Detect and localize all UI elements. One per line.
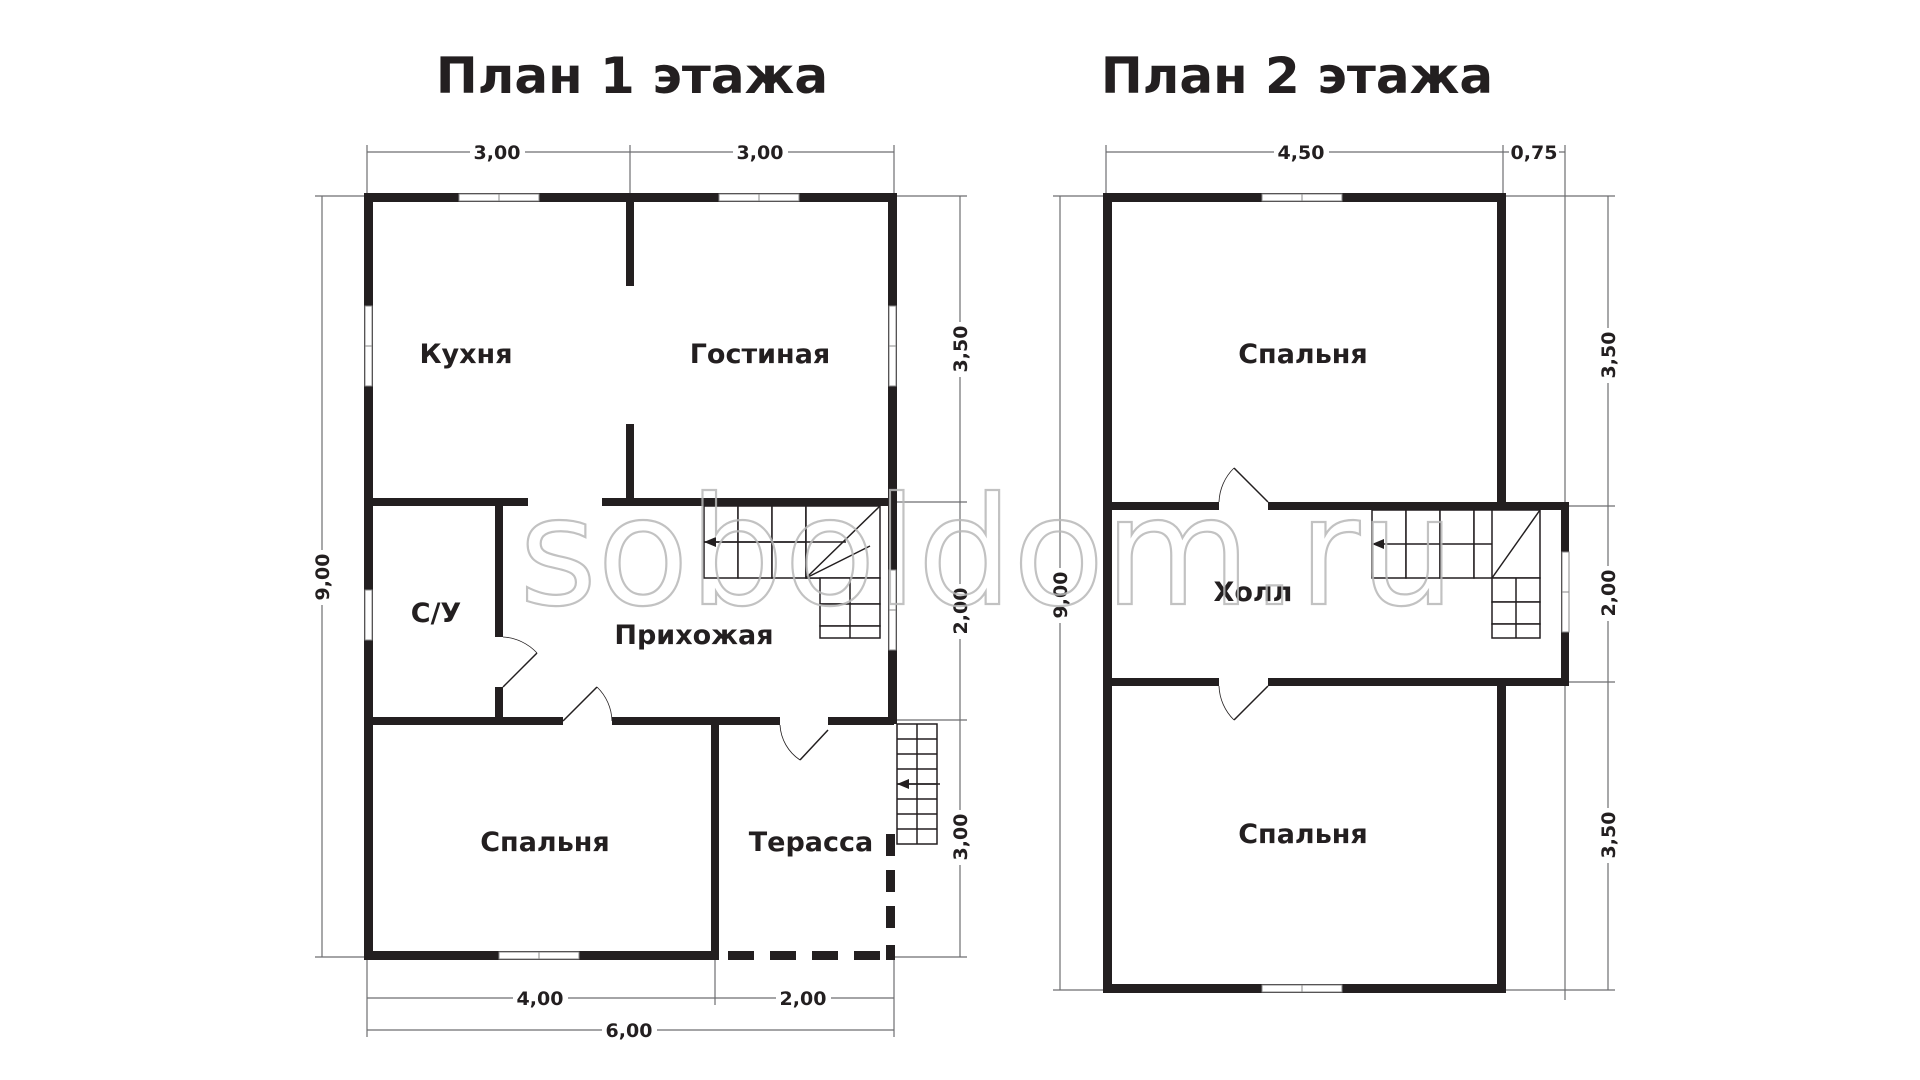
dim-f1-bottom-total: 6,00: [606, 1020, 653, 1042]
dim-f1-top-right: 3,00: [737, 142, 784, 164]
floor1-plan: 3,00 3,00 9,00 3,50 2,00 3,00 4,00 2,00 …: [308, 138, 974, 1044]
dim-f2-top-main: 4,50: [1278, 142, 1325, 164]
dim-f1-right-upper: 3,50: [950, 326, 972, 373]
room-bedroom-2a: Спальня: [1238, 339, 1368, 370]
dim-f2-right-lower: 3,50: [1598, 812, 1620, 859]
dim-f1-bottom-left: 4,00: [517, 988, 564, 1010]
watermark-text: soboldom.ru: [519, 466, 1455, 640]
floor1-windows: [364, 193, 897, 960]
dim-f1-right-lower: 3,00: [950, 814, 972, 861]
floor2-stair: [1371, 509, 1541, 639]
room-bedroom-2b: Спальня: [1238, 819, 1368, 850]
floor1-dimension-labels: 3,00 3,00 9,00 3,50 2,00 3,00 4,00 2,00 …: [308, 138, 974, 1044]
floor1-title: План 1 этажа: [436, 47, 828, 105]
dim-f2-top-ext: 0,75: [1511, 142, 1558, 164]
floor1-doors: [502, 636, 829, 761]
floor2-windows: [1261, 193, 1570, 993]
dim-f2-right-middle: 2,00: [1598, 570, 1620, 617]
floor2-title: План 2 этажа: [1101, 47, 1493, 105]
floor2-doors: [1218, 467, 1269, 721]
dim-f2-left-total: 9,00: [1050, 572, 1072, 619]
room-hall-2: Холл: [1214, 577, 1293, 608]
room-bath: С/У: [411, 598, 462, 629]
dim-f1-right-middle: 2,00: [950, 588, 972, 635]
dim-f2-right-upper: 3,50: [1598, 332, 1620, 379]
floor1-exterior-stair: [896, 723, 940, 845]
room-living: Гостиная: [690, 339, 831, 370]
floor2-plan: 4,50 0,75 9,00 3,50 2,00 3,50: [1046, 138, 1622, 1000]
dim-f1-top-left: 3,00: [474, 142, 521, 164]
dim-f1-left-total: 9,00: [312, 554, 334, 601]
room-terrace: Терасса: [749, 827, 874, 858]
room-bedroom-1: Спальня: [480, 827, 610, 858]
room-hall: Прихожая: [614, 620, 773, 651]
floor2-dimension-labels: 4,50 0,75 9,00 3,50 2,00 3,50: [1046, 138, 1622, 863]
floor1-interior-stair: [703, 505, 881, 639]
dim-f1-bottom-right: 2,00: [780, 988, 827, 1010]
room-kitchen: Кухня: [419, 339, 512, 370]
